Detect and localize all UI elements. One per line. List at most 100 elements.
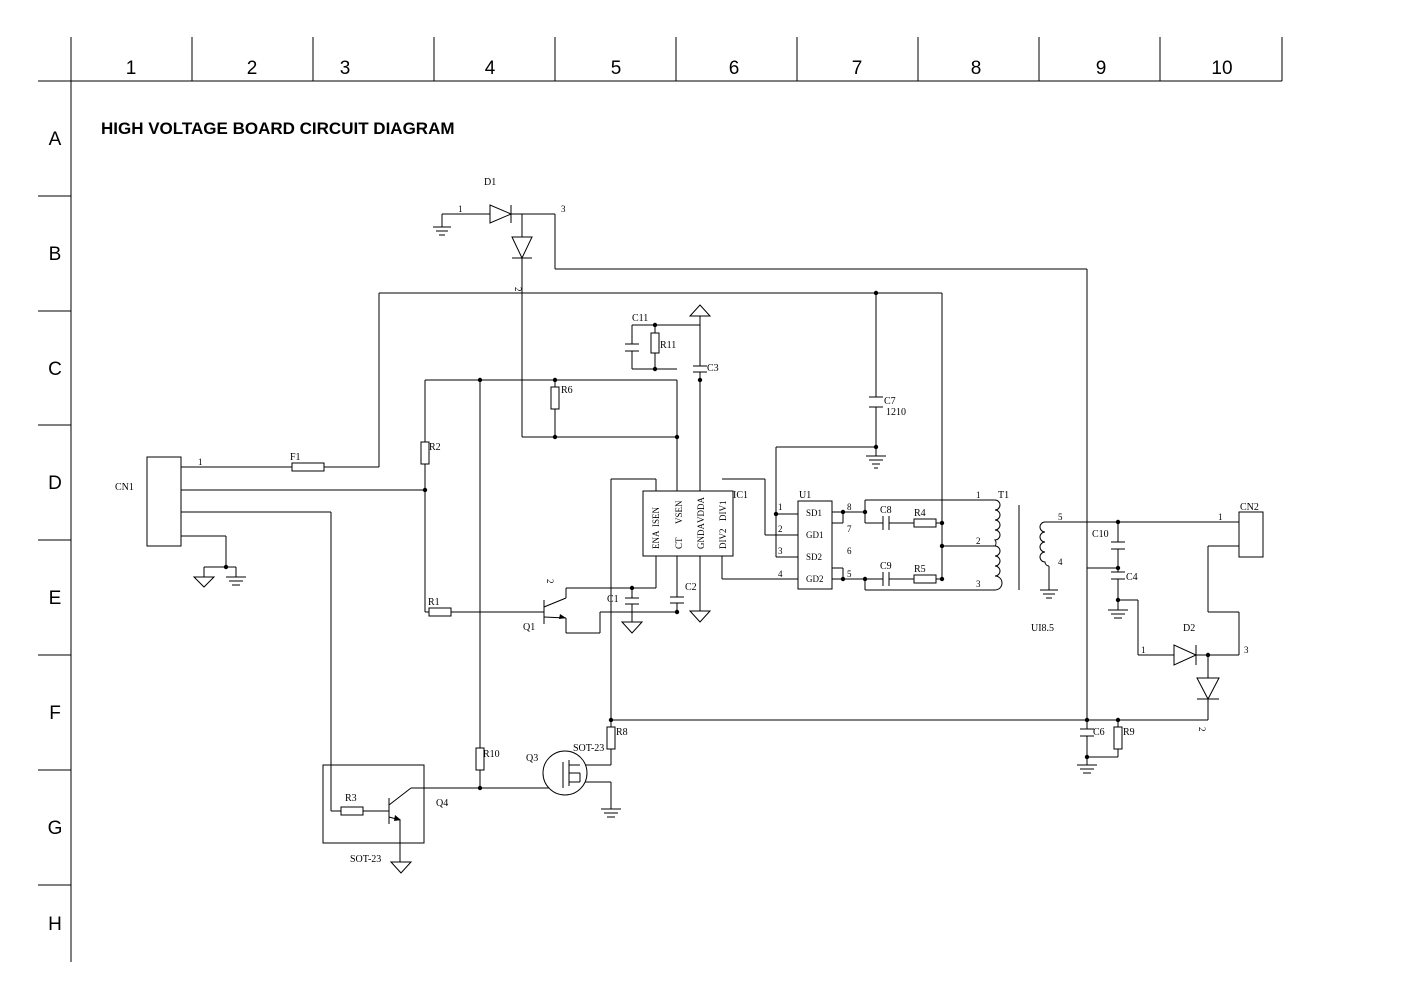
diagram-title: HIGH VOLTAGE BOARD CIRCUIT DIAGRAM bbox=[101, 119, 455, 138]
ic1-pin-ct: CT bbox=[674, 537, 684, 549]
pin-number: 1 bbox=[1218, 512, 1223, 522]
vcc-arrow-icon bbox=[688, 304, 712, 317]
ic1-pin-ena: ENA bbox=[651, 530, 661, 549]
label-q3-package: SOT-23 bbox=[573, 743, 604, 754]
junction-dot bbox=[1205, 652, 1211, 658]
resistor-r10 bbox=[475, 747, 485, 771]
resistor-r4 bbox=[913, 518, 937, 528]
label-r10: R10 bbox=[483, 749, 500, 760]
pin-number: 3 bbox=[1244, 645, 1249, 655]
ic1-pin-div1: DIV1 bbox=[718, 501, 728, 522]
junction-dot bbox=[223, 564, 229, 570]
pin-number: 1 bbox=[778, 502, 783, 512]
junction-dot bbox=[1115, 565, 1121, 571]
signal-ground-icon bbox=[389, 861, 413, 874]
junction-dot bbox=[1115, 597, 1121, 603]
fuse-f1 bbox=[291, 462, 325, 472]
capacitor-c11 bbox=[625, 343, 639, 352]
capacitor-c6 bbox=[1080, 728, 1094, 737]
junction-dot bbox=[1115, 717, 1121, 723]
pin-number: 3 bbox=[561, 204, 566, 214]
pin-number: 5 bbox=[847, 569, 852, 579]
ground-symbols bbox=[192, 226, 1128, 874]
row-label-h: H bbox=[48, 914, 62, 935]
pin-number: 4 bbox=[1058, 557, 1063, 567]
pin-numbers: 1 3 2 1 2 1 2 3 4 8 7 6 5 1 2 3 5 4 1 1 … bbox=[198, 204, 1249, 732]
column-label-6: 6 bbox=[729, 58, 740, 79]
junction-dot bbox=[697, 377, 703, 383]
capacitor-c10 bbox=[1111, 541, 1125, 550]
label-r8: R8 bbox=[616, 727, 628, 738]
pin-number: 3 bbox=[778, 546, 783, 556]
wires bbox=[181, 213, 1240, 862]
row-label-a: A bbox=[49, 129, 62, 150]
u1-pin-names: SD1 GD1 SD2 GD2 bbox=[806, 508, 824, 584]
junctions bbox=[223, 290, 1211, 791]
label-c1: C1 bbox=[607, 594, 619, 605]
connector-cn2 bbox=[1238, 511, 1264, 558]
pin-number: 3 bbox=[976, 579, 981, 589]
junction-dot bbox=[1084, 754, 1090, 760]
label-transformer-core: UI8.5 bbox=[1031, 623, 1054, 634]
row-labels: A B C D E F G H bbox=[48, 129, 63, 935]
pin-number: 1 bbox=[976, 490, 981, 500]
signal-ground-icon bbox=[688, 610, 712, 623]
label-c6: C6 bbox=[1093, 727, 1105, 738]
ground-icon bbox=[1108, 609, 1128, 619]
column-label-10: 10 bbox=[1211, 58, 1232, 79]
label-q4-package: SOT-23 bbox=[350, 854, 381, 865]
junction-dot bbox=[1084, 717, 1090, 723]
ic1-pin-gnda: GNDA bbox=[696, 523, 706, 549]
ground-icon bbox=[1077, 764, 1097, 774]
u1-pin-gd2: GD2 bbox=[806, 574, 824, 584]
label-cn2: CN2 bbox=[1240, 502, 1259, 513]
signal-ground-icon bbox=[620, 621, 644, 634]
column-label-2: 2 bbox=[247, 58, 258, 79]
mosfet-body bbox=[542, 750, 588, 796]
diode-icon bbox=[1173, 644, 1198, 666]
resistor-r1 bbox=[428, 607, 452, 617]
label-r2: R2 bbox=[429, 442, 441, 453]
label-d2: D2 bbox=[1183, 623, 1195, 634]
label-c11: C11 bbox=[632, 313, 648, 324]
row-label-b: B bbox=[49, 244, 62, 265]
pin-number: 2 bbox=[976, 536, 981, 546]
capacitor-c2 bbox=[670, 596, 684, 604]
row-label-e: E bbox=[49, 588, 62, 609]
label-q1: Q1 bbox=[523, 622, 535, 633]
pin-number: 8 bbox=[847, 502, 852, 512]
label-c7: C7 bbox=[884, 396, 896, 407]
signal-ground-icon bbox=[192, 576, 216, 588]
pin-number: 2 bbox=[1197, 727, 1207, 732]
label-d1: D1 bbox=[484, 177, 496, 188]
label-c8: C8 bbox=[880, 505, 892, 516]
resistor-r2 bbox=[420, 441, 430, 465]
junction-dot bbox=[840, 576, 846, 582]
junction-dot bbox=[652, 366, 658, 372]
capacitor-c7 bbox=[869, 396, 883, 408]
ground-icon bbox=[1040, 589, 1058, 599]
label-r5: R5 bbox=[914, 564, 926, 575]
resistor-r3 bbox=[340, 806, 364, 816]
pin-number: 1 bbox=[458, 204, 463, 214]
label-c2: C2 bbox=[685, 582, 697, 593]
resistor-r9 bbox=[1113, 726, 1123, 750]
connector-cn1 bbox=[146, 456, 182, 547]
ground-icon bbox=[226, 576, 246, 586]
resistor-r6 bbox=[550, 386, 560, 410]
label-t1: T1 bbox=[998, 490, 1009, 501]
junction-dot bbox=[862, 576, 868, 582]
label-u1: U1 bbox=[799, 490, 811, 501]
diode-d2 bbox=[1173, 644, 1220, 720]
component-labels: D1 D2 CN1 CN2 F1 R2 R1 R6 R11 C11 C3 C7 … bbox=[115, 177, 1259, 865]
diode-icon bbox=[511, 236, 533, 260]
u1-pin-sd1: SD1 bbox=[806, 508, 822, 518]
ic1-chip bbox=[642, 490, 734, 557]
column-label-7: 7 bbox=[852, 58, 863, 79]
label-r11: R11 bbox=[660, 340, 676, 351]
column-labels: 1 2 3 4 5 6 7 8 9 10 bbox=[126, 58, 1233, 79]
ground-icon bbox=[866, 455, 886, 469]
u1-pin-sd2: SD2 bbox=[806, 552, 822, 562]
pin-number: 2 bbox=[513, 287, 523, 292]
